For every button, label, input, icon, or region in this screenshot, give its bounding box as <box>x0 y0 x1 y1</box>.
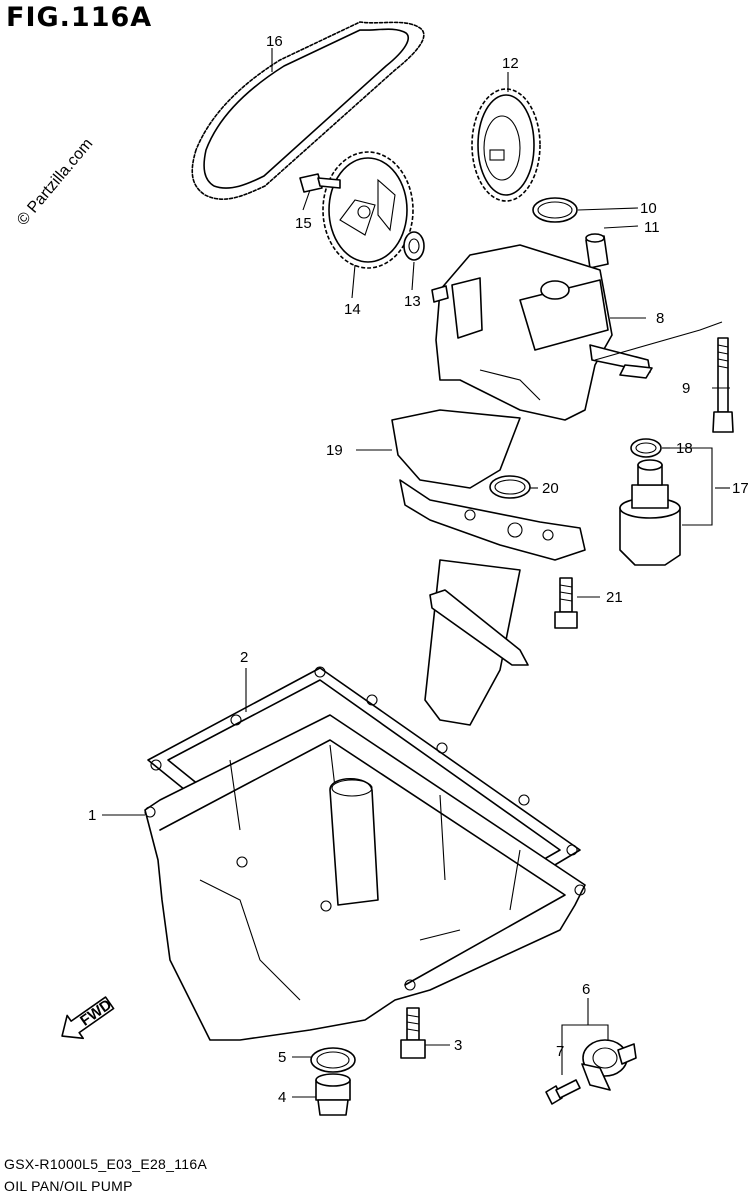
callout-7[interactable]: 7 <box>556 1043 564 1060</box>
part-19-strainer[interactable] <box>391 409 586 726</box>
callout-10[interactable]: 10 <box>640 200 657 217</box>
part-15-bolt[interactable] <box>299 173 341 193</box>
callout-4[interactable]: 4 <box>278 1089 286 1106</box>
callout-20[interactable]: 20 <box>542 480 559 497</box>
figure-title: FIG.116A <box>6 2 153 33</box>
callout-5[interactable]: 5 <box>278 1049 286 1066</box>
callout-19[interactable]: 19 <box>326 442 343 459</box>
part-16-chain[interactable] <box>191 21 425 200</box>
callout-21[interactable]: 21 <box>606 589 623 606</box>
part-4-drain-plug[interactable] <box>315 1073 351 1116</box>
diagram-caption: OIL PAN/OIL PUMP <box>4 1178 133 1194</box>
part-1-oil-pan[interactable] <box>144 714 586 1041</box>
part-7-screw[interactable] <box>545 1079 581 1105</box>
part-20-oring[interactable] <box>489 475 531 499</box>
part-3-bolt[interactable] <box>400 1007 426 1059</box>
callout-2[interactable]: 2 <box>240 649 248 666</box>
callout-15[interactable]: 15 <box>295 215 312 232</box>
callout-12[interactable]: 12 <box>502 55 519 72</box>
callout-9[interactable]: 9 <box>682 380 690 397</box>
part-21-bolt[interactable] <box>554 577 578 629</box>
part-18-oring[interactable] <box>630 438 662 458</box>
part-10-oring[interactable] <box>532 197 578 223</box>
callout-14[interactable]: 14 <box>344 301 361 318</box>
part-5-gasket[interactable] <box>310 1047 356 1073</box>
part-13-washer[interactable] <box>403 231 425 261</box>
part-6-pressure-switch[interactable] <box>581 1039 637 1091</box>
callout-8[interactable]: 8 <box>656 310 664 327</box>
leader-lines <box>102 48 730 1098</box>
callout-18[interactable]: 18 <box>676 440 693 457</box>
callout-17[interactable]: 17 <box>732 480 749 497</box>
part-17-regulator[interactable] <box>619 459 681 566</box>
callout-13[interactable]: 13 <box>404 293 421 310</box>
callout-1[interactable]: 1 <box>88 807 96 824</box>
model-code: GSX-R1000L5_E03_E28_116A <box>4 1156 208 1172</box>
callout-16[interactable]: 16 <box>266 33 283 50</box>
callout-6[interactable]: 6 <box>582 981 590 998</box>
callout-11[interactable]: 11 <box>644 219 660 236</box>
part-9-bolt[interactable] <box>712 337 734 433</box>
part-11-pin[interactable] <box>585 233 609 269</box>
part-12-sprocket[interactable] <box>471 88 541 202</box>
part-14-sprocket[interactable] <box>322 151 414 269</box>
fwd-arrow-icon: FWD <box>61 996 115 1040</box>
part-8-oil-pump[interactable] <box>431 244 653 421</box>
callout-3[interactable]: 3 <box>454 1037 462 1054</box>
